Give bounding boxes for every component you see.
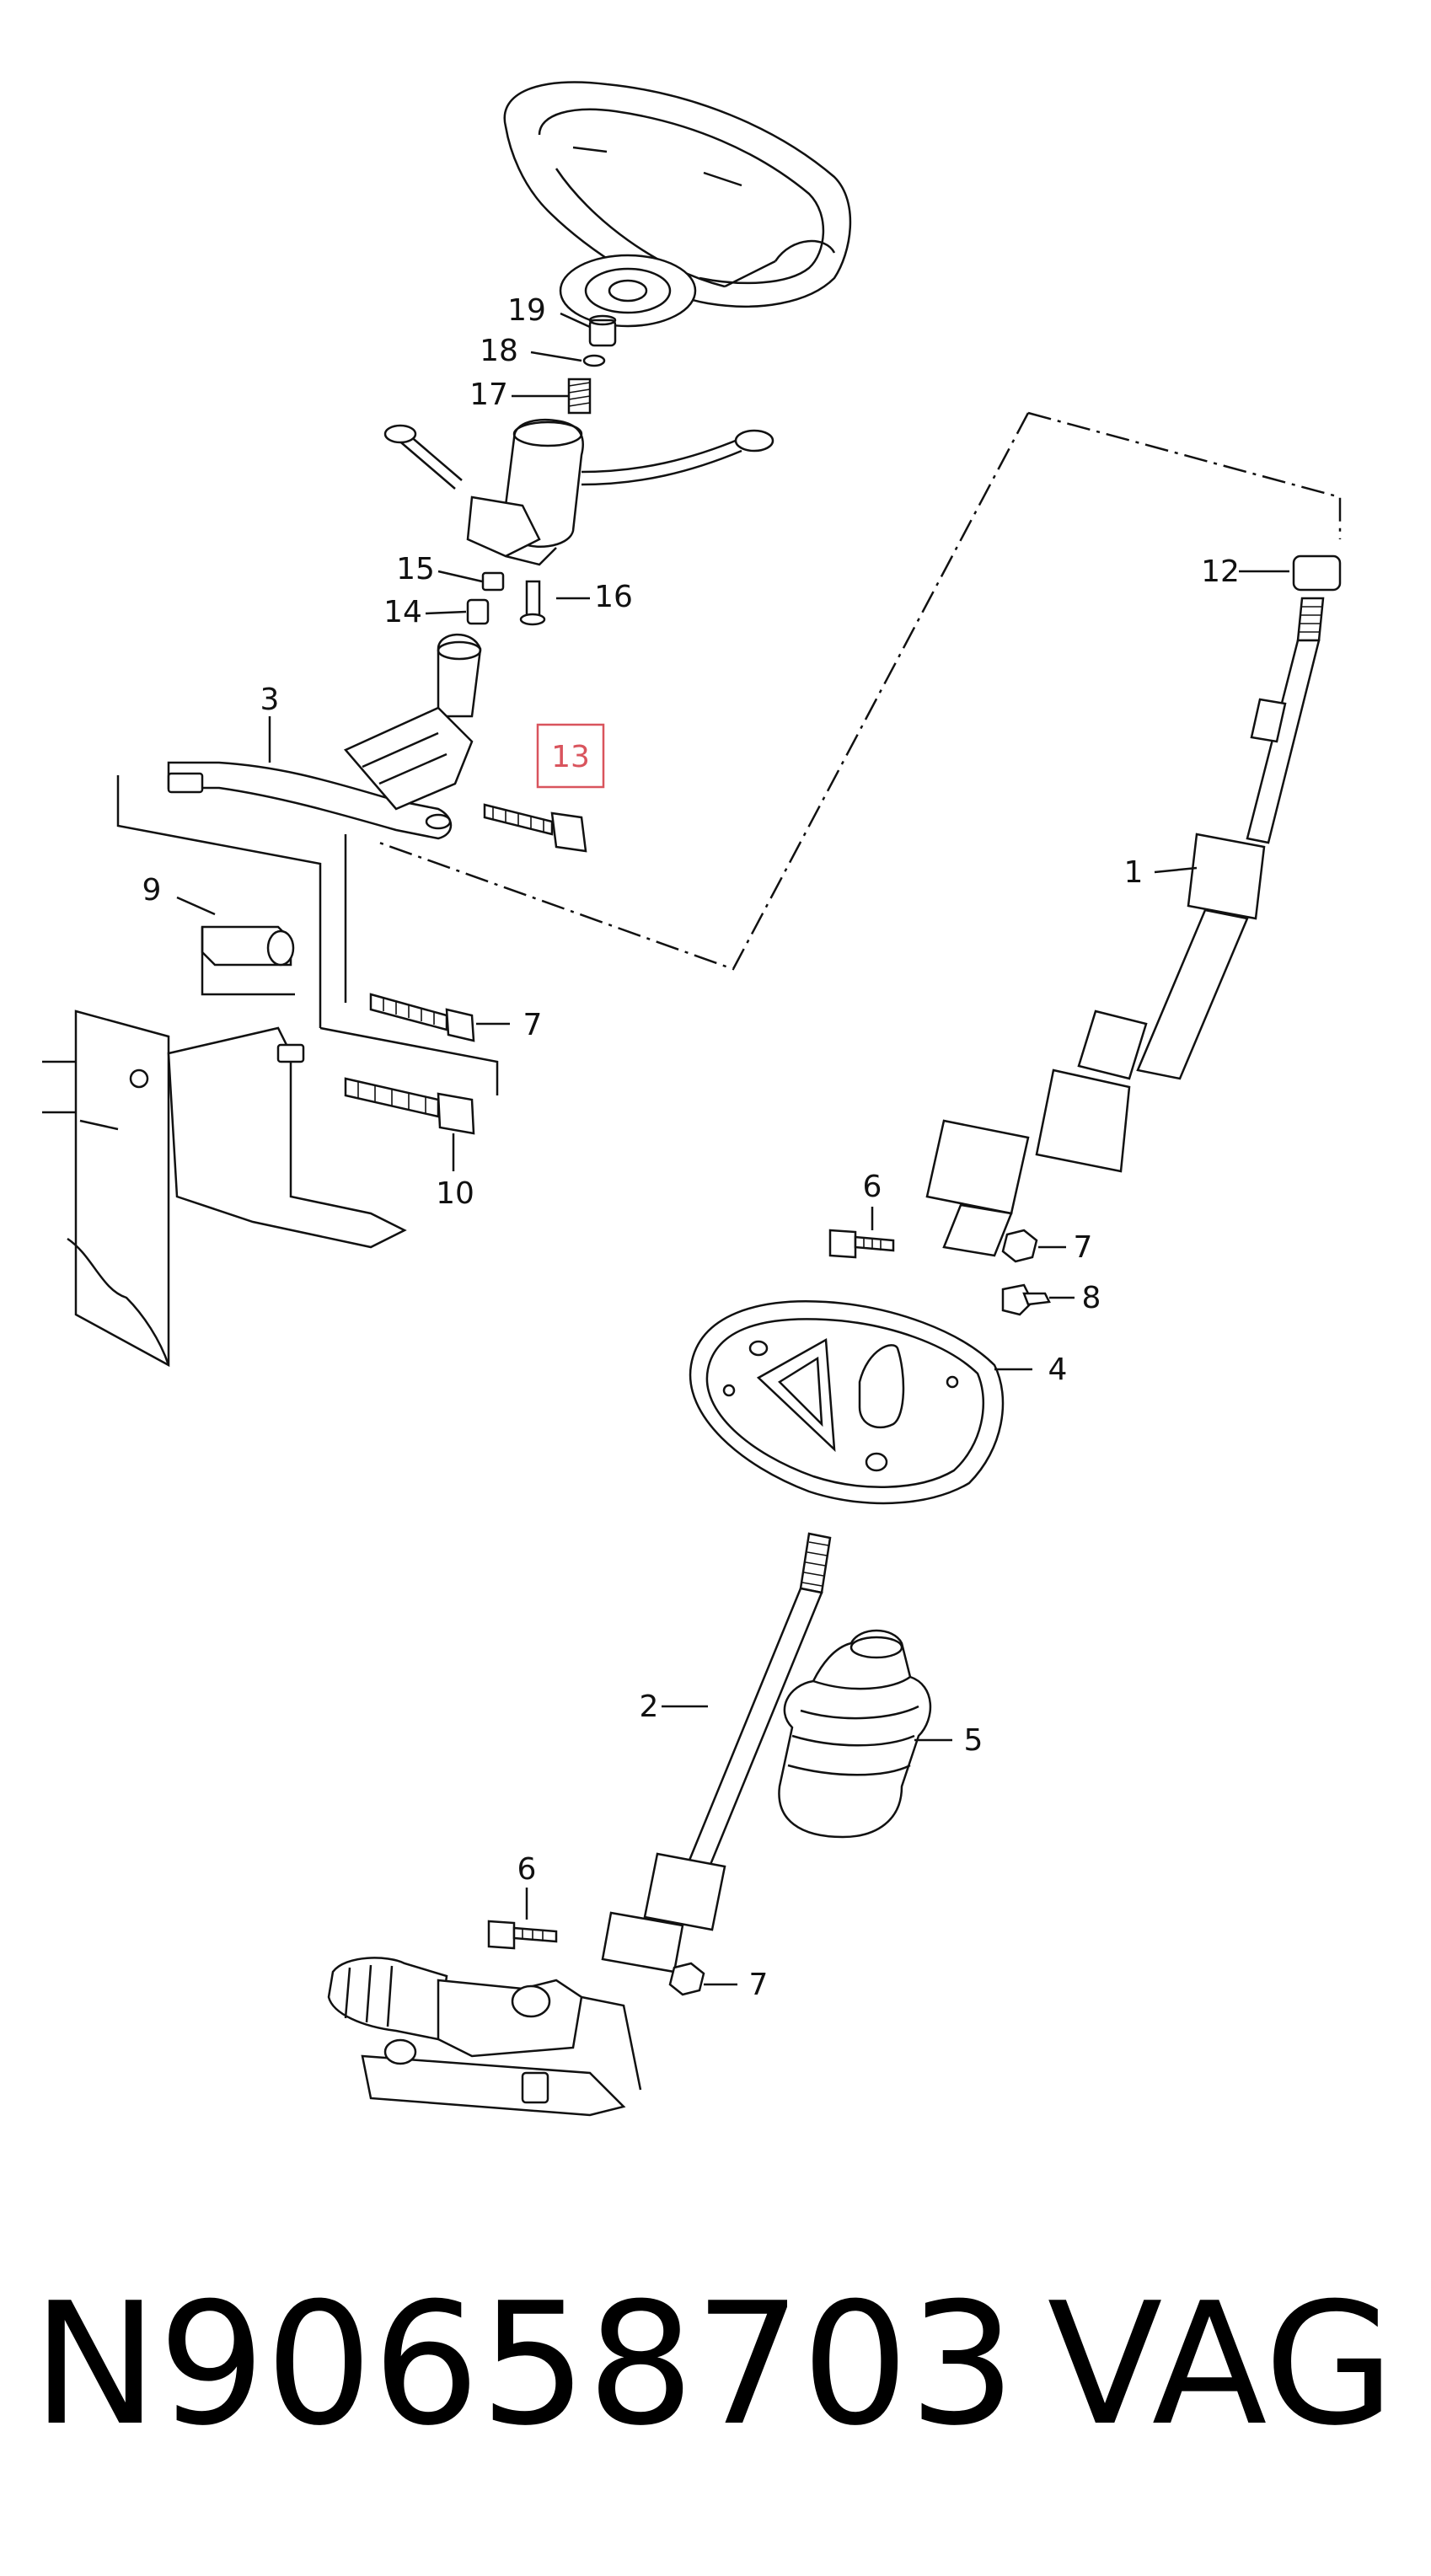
callout-7-upper: 7 — [1074, 1230, 1093, 1265]
rubber-boot — [778, 1629, 932, 1839]
stud-10 — [344, 1077, 475, 1135]
combination-switch — [383, 418, 774, 566]
callout-16: 16 — [594, 580, 633, 614]
callout-14: 14 — [383, 595, 422, 629]
callout-19: 19 — [507, 293, 546, 328]
column-small-parts — [567, 314, 617, 415]
part-number: N90658703 — [32, 2267, 1016, 2463]
column-bracket — [167, 633, 482, 840]
callout-8: 8 — [1082, 1281, 1101, 1315]
callout-9: 7 — [523, 1008, 543, 1042]
callout-18: 18 — [480, 334, 518, 368]
callout-15: 15 — [396, 552, 435, 586]
steering-rack — [327, 1957, 642, 2117]
fasteners-upper — [466, 571, 546, 626]
callout-17: 17 — [469, 378, 508, 412]
pedal-bracket — [42, 925, 407, 1368]
callout-7-lower: 7 — [749, 1968, 769, 2002]
callout-12: 12 — [1201, 554, 1240, 589]
fasteners-lower — [487, 1920, 705, 1996]
connection-lines — [116, 411, 1342, 1095]
nuts-upper — [1001, 1229, 1051, 1316]
lower-steering-shaft — [601, 1532, 832, 1974]
leader-lines — [176, 312, 1289, 1986]
callout-labels: 19 18 17 15 14 16 3 13 9 7 10 12 1 6 7 8… — [142, 293, 1240, 2002]
bolt-6-upper — [828, 1229, 895, 1259]
callout-6-upper: 6 — [863, 1170, 882, 1204]
callout-1: 1 — [1124, 855, 1144, 890]
bolt-13 — [483, 803, 587, 853]
callout-13-highlight-box — [536, 723, 605, 789]
cover-plate — [689, 1300, 1005, 1505]
callout-10: 10 — [436, 1176, 474, 1211]
callout-5: 5 — [964, 1723, 983, 1758]
brand-name: VAG — [1048, 2267, 1395, 2463]
callout-4: 4 — [1048, 1352, 1068, 1387]
steering-wheel — [503, 81, 852, 328]
callout-6-lower: 6 — [517, 1852, 537, 1887]
callout-11: 9 — [142, 873, 162, 908]
bolt-9 — [369, 993, 475, 1042]
upper-steering-shaft — [925, 554, 1342, 1257]
callout-2: 2 — [640, 1690, 659, 1724]
callout-3: 3 — [260, 683, 280, 717]
callout-13: 13 — [551, 740, 590, 774]
